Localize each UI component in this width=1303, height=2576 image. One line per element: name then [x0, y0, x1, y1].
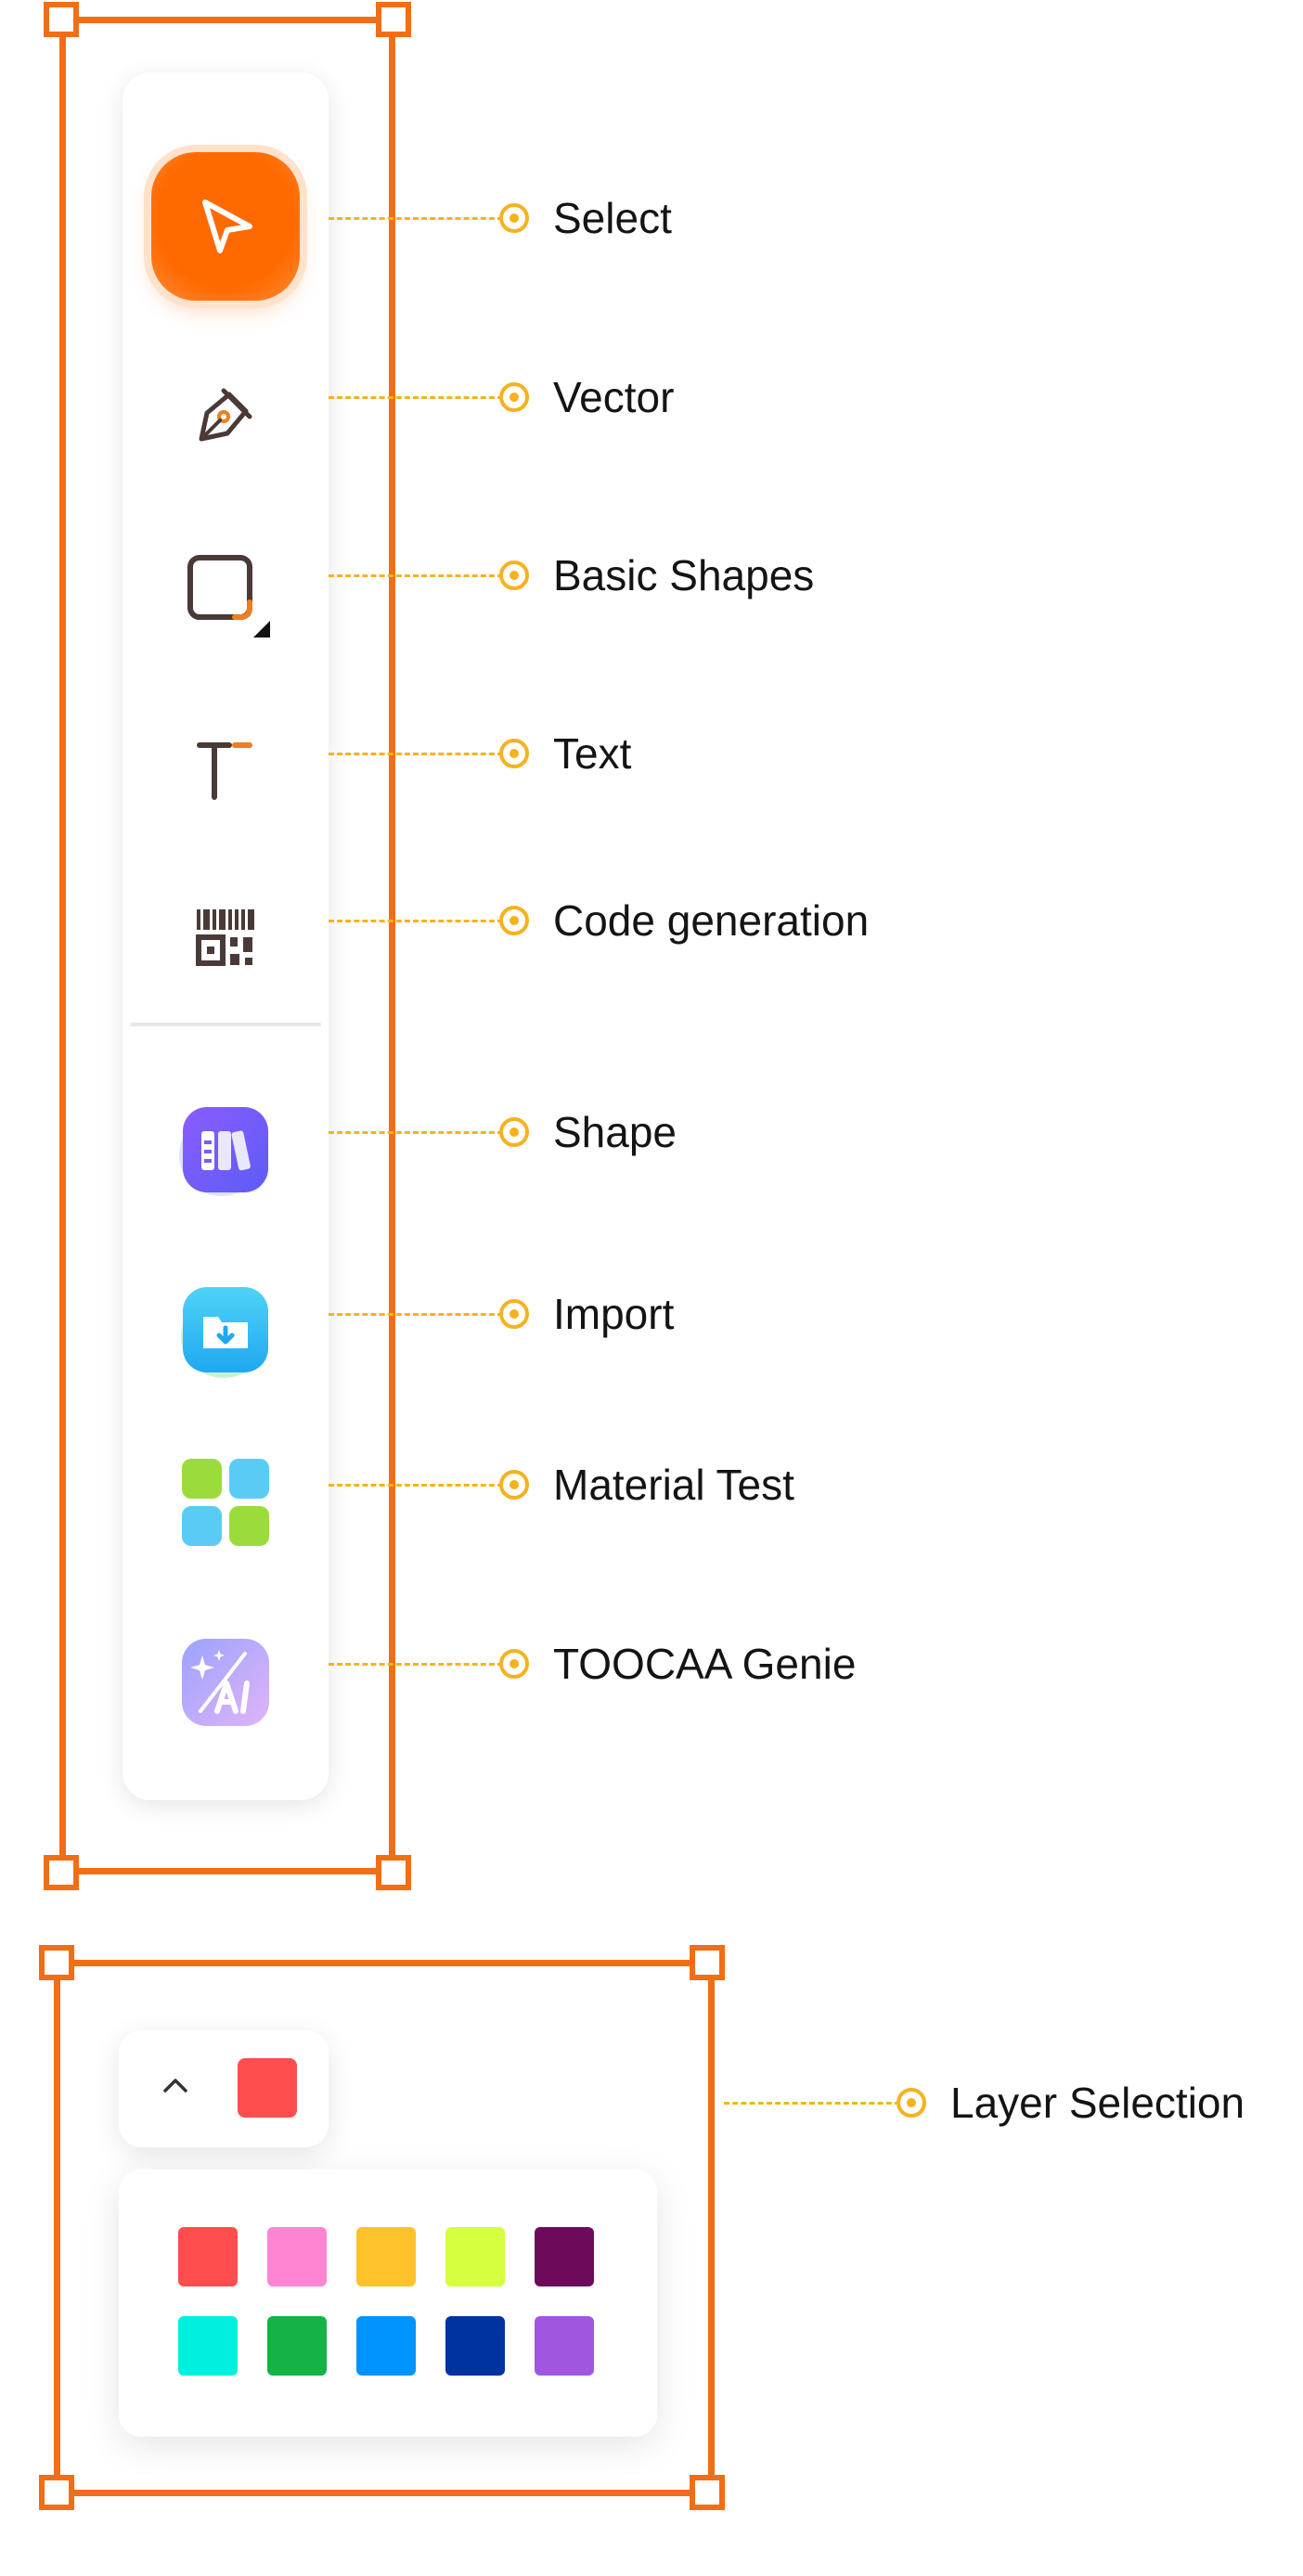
color-swatch[interactable] — [445, 2316, 505, 2376]
material-test-tool-button[interactable] — [123, 1433, 329, 1572]
callout-dashed-line — [329, 752, 503, 755]
color-swatch[interactable] — [445, 2227, 505, 2286]
frame-handle-top-left[interactable] — [39, 1945, 74, 1980]
text-icon — [197, 742, 252, 800]
callout-material-test: Material Test — [329, 1461, 794, 1509]
callout-label-import: Import — [553, 1290, 675, 1338]
callout-layer-selection: Layer Selection — [724, 2079, 1245, 2127]
color-swatch[interactable] — [178, 2316, 238, 2376]
callout-code-generation: Code generation — [329, 896, 869, 945]
callout-dashed-line — [329, 919, 503, 922]
callout-dot-icon — [499, 906, 529, 935]
callout-dot-icon — [499, 382, 529, 412]
callout-dot-icon — [499, 1117, 529, 1147]
color-swatch[interactable] — [267, 2227, 327, 2286]
callout-label-shape: Shape — [553, 1108, 677, 1156]
frame-handle-top-right[interactable] — [690, 1945, 725, 1980]
layer-selection-frame — [54, 1960, 715, 2496]
select-tool-button[interactable] — [123, 134, 329, 319]
callout-dot-icon — [499, 560, 529, 590]
callout-dashed-line — [329, 1130, 503, 1134]
callout-shape: Shape — [329, 1108, 677, 1156]
frame-handle-bottom-left[interactable] — [44, 1855, 79, 1890]
frame-handle-bottom-left[interactable] — [39, 2475, 74, 2510]
barcode-qr-icon — [196, 909, 254, 966]
basic-shapes-tool-button[interactable] — [123, 523, 329, 663]
color-swatch[interactable] — [535, 2227, 594, 2286]
callout-vector: Vector — [329, 373, 674, 421]
callout-toocaa-genie: TOOCAA Genie — [329, 1640, 856, 1688]
callout-dot-icon — [897, 2088, 926, 2118]
callout-dot-icon — [499, 1299, 529, 1329]
toocaa-genie-tool-button[interactable] — [123, 1613, 329, 1752]
callout-dashed-line — [724, 2101, 900, 2105]
callout-text: Text — [329, 729, 631, 778]
color-swatch[interactable] — [178, 2227, 238, 2286]
shape-tool-button[interactable] — [123, 1082, 329, 1221]
callout-select: Select — [329, 194, 672, 242]
grid-icon — [182, 1459, 269, 1546]
library-icon — [179, 1107, 268, 1196]
callout-label-material-test: Material Test — [553, 1461, 794, 1509]
current-layer-color-swatch[interactable] — [238, 2058, 297, 2118]
code-generation-tool-button[interactable] — [123, 869, 329, 1008]
color-swatch[interactable] — [535, 2316, 594, 2376]
callout-label-vector: Vector — [553, 373, 675, 421]
chevron-up-icon[interactable] — [161, 2071, 189, 2099]
callout-label-select: Select — [553, 194, 672, 242]
rounded-square-icon — [187, 555, 270, 638]
vector-tool-button[interactable] — [123, 345, 329, 484]
callout-dot-icon — [499, 1470, 529, 1500]
color-swatch[interactable] — [267, 2316, 327, 2376]
callout-dot-icon — [499, 739, 529, 768]
callout-dot-icon — [499, 203, 529, 233]
tool-sidebar — [123, 72, 329, 1800]
callout-dashed-line — [329, 216, 503, 220]
folder-import-icon — [181, 1287, 268, 1378]
frame-handle-bottom-right[interactable] — [690, 2475, 725, 2510]
toolbar-divider — [130, 1023, 321, 1026]
text-tool-button[interactable] — [123, 700, 329, 839]
pen-icon — [199, 388, 252, 442]
callout-dashed-line — [329, 1662, 503, 1666]
ai-sparkle-icon — [182, 1639, 269, 1726]
layer-color-palette — [119, 2170, 657, 2437]
layer-selector[interactable] — [119, 2030, 329, 2147]
color-swatch[interactable] — [356, 2316, 416, 2376]
cursor-icon — [202, 200, 252, 253]
select-active-background — [151, 152, 300, 301]
frame-handle-top-left[interactable] — [44, 2, 79, 37]
callout-dot-icon — [499, 1649, 529, 1679]
callout-label-text: Text — [553, 729, 632, 778]
frame-handle-top-right[interactable] — [376, 2, 411, 37]
callout-label-code-generation: Code generation — [553, 896, 870, 945]
callout-label-basic-shapes: Basic Shapes — [553, 551, 815, 599]
callout-import: Import — [329, 1290, 674, 1338]
frame-handle-bottom-right[interactable] — [376, 1855, 411, 1890]
callout-label-layer-selection: Layer Selection — [950, 2079, 1245, 2127]
color-swatch[interactable] — [356, 2227, 416, 2286]
callout-dashed-line — [329, 1483, 503, 1487]
import-tool-button[interactable] — [123, 1262, 329, 1401]
callout-label-toocaa-genie: TOOCAA Genie — [553, 1640, 857, 1688]
toolbar-selection-frame — [59, 17, 395, 1874]
callout-basic-shapes: Basic Shapes — [329, 551, 814, 599]
callout-dashed-line — [329, 395, 503, 399]
callout-dashed-line — [329, 573, 503, 577]
callout-dashed-line — [329, 1312, 503, 1316]
